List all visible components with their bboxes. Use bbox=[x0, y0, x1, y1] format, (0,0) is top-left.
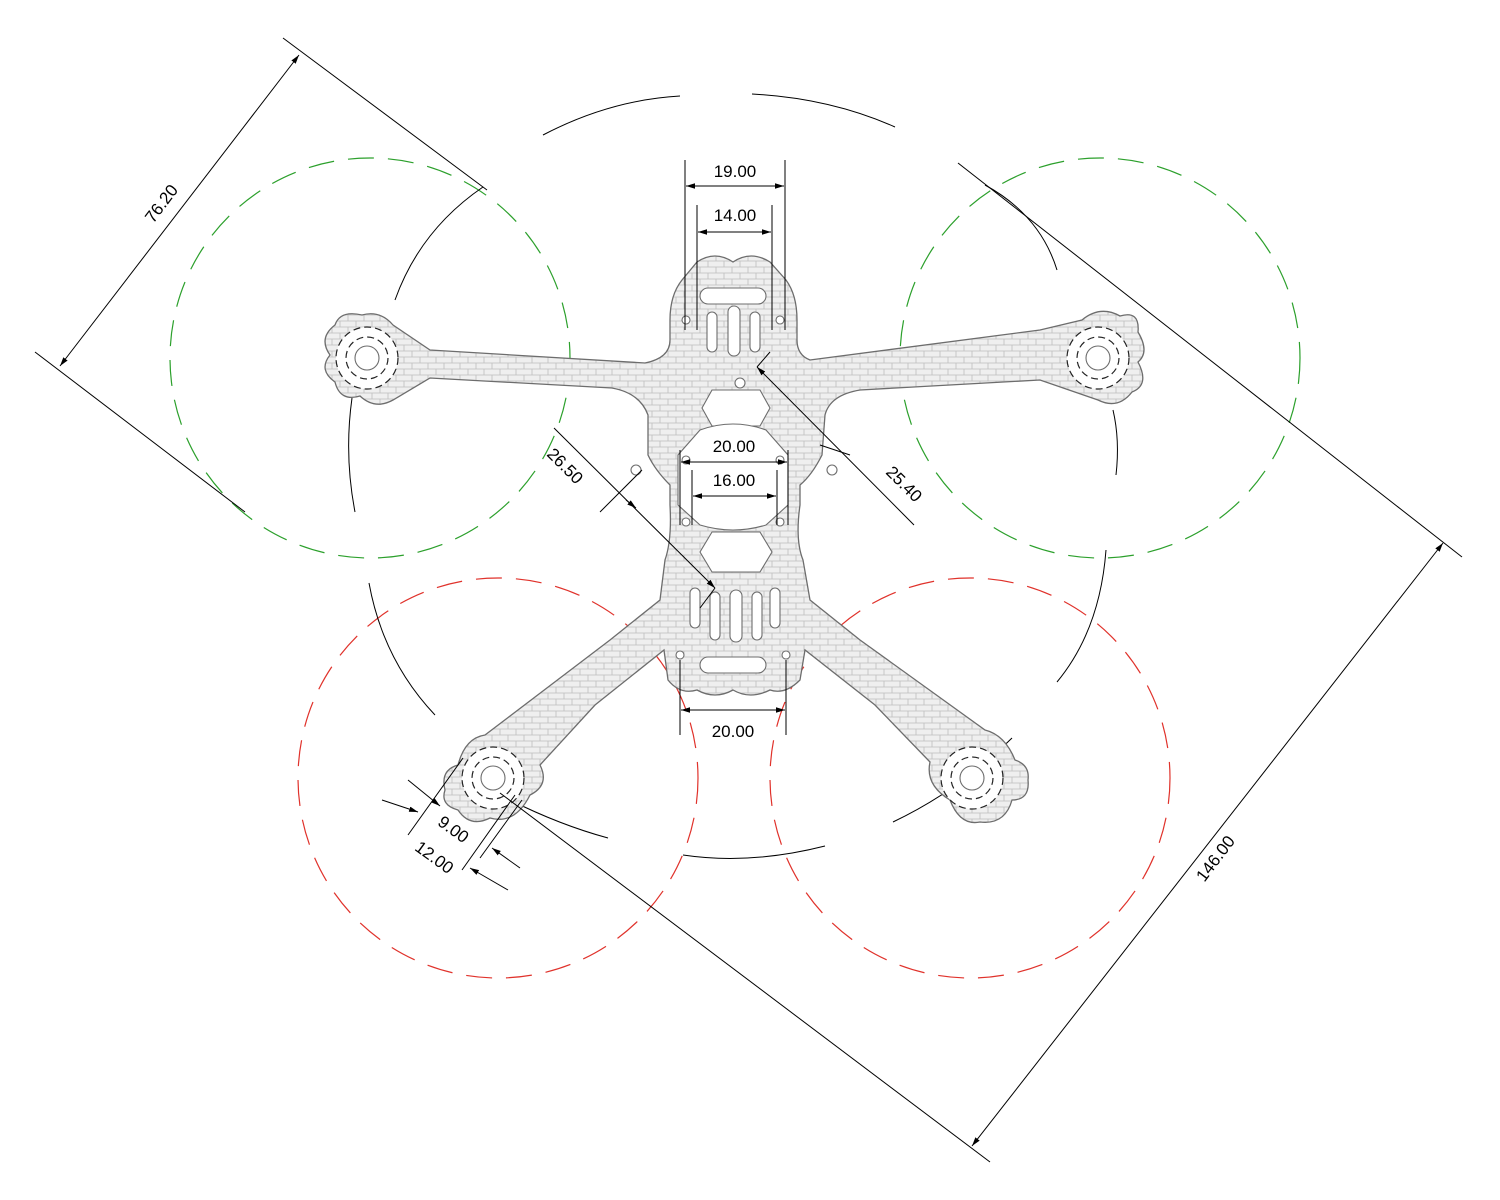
propeller-circle-rear-left bbox=[297, 577, 699, 979]
arc-top-right bbox=[751, 93, 896, 128]
dim-stack-inner-top: 14.00 bbox=[714, 206, 757, 225]
mount-hole-9 bbox=[630, 464, 642, 476]
mount-hole-10 bbox=[826, 464, 838, 476]
dimension-arrow-icon bbox=[59, 54, 300, 367]
cutout-bottom-bar bbox=[699, 656, 767, 674]
cutout-slot-8 bbox=[769, 587, 781, 629]
cutout-slot-6 bbox=[729, 589, 743, 643]
cutout-slot-3 bbox=[749, 311, 761, 353]
arc-bottom-left bbox=[509, 799, 609, 839]
cutout-slot-2 bbox=[727, 305, 741, 357]
mount-hole-8 bbox=[781, 650, 791, 660]
cutout-slot-1 bbox=[706, 311, 718, 353]
dim-arm-length: 76.20 bbox=[141, 181, 182, 226]
motor-mount-icon bbox=[1066, 326, 1130, 390]
dimension-arrow-icon bbox=[971, 542, 1444, 1147]
dimension-arrow-icon bbox=[491, 847, 521, 869]
cutout-slot-5 bbox=[709, 591, 721, 641]
cutout-slot-4 bbox=[689, 587, 701, 629]
dim-stack-inner-mid: 16.00 bbox=[713, 471, 756, 490]
dim-motor-outer: 12.00 bbox=[411, 837, 457, 877]
dim-stack-outer-top: 19.00 bbox=[714, 162, 757, 181]
mount-hole-7 bbox=[675, 650, 685, 660]
motor-mount-icon bbox=[940, 746, 1004, 810]
dimension-arrow-icon bbox=[553, 427, 716, 589]
arc-top-left bbox=[542, 95, 681, 136]
dimension-arrow-icon bbox=[756, 366, 915, 526]
arc-left-lower bbox=[368, 582, 436, 716]
arc-right-upper bbox=[984, 184, 1058, 271]
dimension-arrow-icon bbox=[381, 799, 419, 813]
arc-right-lower bbox=[1056, 549, 1107, 683]
dim-diag-mid-left: 26.50 bbox=[543, 444, 587, 488]
mount-hole-4 bbox=[775, 455, 785, 465]
arc-right-mid bbox=[1112, 409, 1118, 476]
frame-plate-icon bbox=[324, 255, 1145, 824]
cutout-slot-7 bbox=[751, 591, 763, 641]
mount-hole-11 bbox=[734, 377, 746, 389]
arc-bottom-mid bbox=[682, 845, 826, 859]
arc-left-mid bbox=[348, 397, 356, 513]
arc-left-upper bbox=[394, 186, 484, 301]
dim-stack-outer-mid: 20.00 bbox=[713, 437, 756, 456]
dim-bottom-width: 20.00 bbox=[712, 722, 755, 741]
dim-wheelbase: 146.00 bbox=[1192, 832, 1238, 885]
mount-hole-1 bbox=[681, 315, 691, 325]
mount-hole-5 bbox=[681, 517, 691, 527]
mount-hole-6 bbox=[775, 517, 785, 527]
motor-mount-icon bbox=[461, 746, 525, 810]
propeller-circle-front-right bbox=[899, 157, 1301, 559]
motor-mount-icon bbox=[335, 326, 399, 390]
cutout-hex-lower bbox=[699, 531, 773, 573]
mount-hole-2 bbox=[775, 315, 785, 325]
cutout-hex-upper bbox=[701, 389, 771, 427]
cutout-top-bar bbox=[699, 287, 767, 305]
cutout-hex-mid bbox=[677, 423, 789, 531]
mount-hole-3 bbox=[681, 455, 691, 465]
